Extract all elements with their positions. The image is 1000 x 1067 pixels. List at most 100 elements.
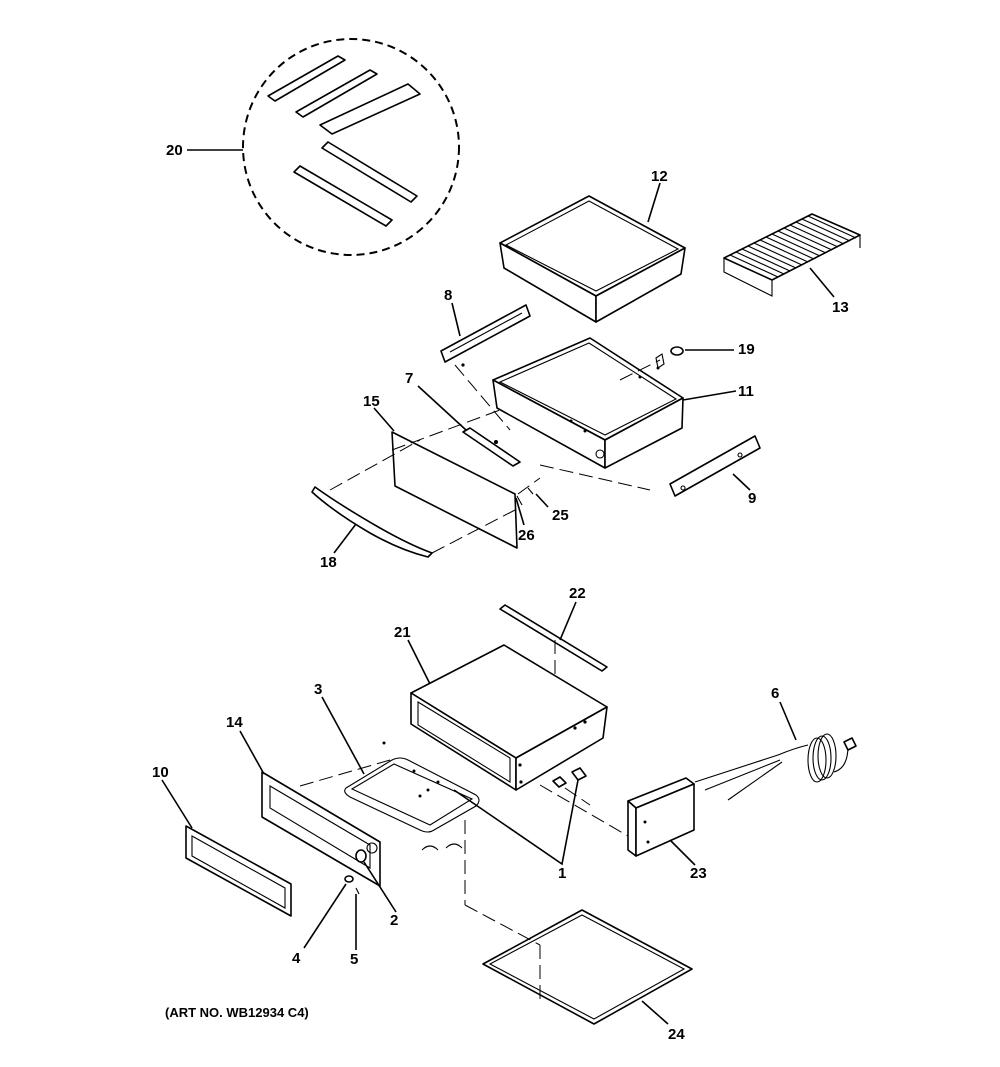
drawer-inner-edge: [498, 342, 678, 436]
part-20-kit: [242, 38, 460, 256]
right-rail-hole-2: [737, 452, 743, 458]
callout-9: 9: [748, 490, 756, 507]
callout-7: 7: [405, 370, 413, 387]
callout-18: 18: [320, 554, 337, 571]
bracket-screw: [494, 440, 498, 444]
leader-8: [451, 302, 461, 337]
leader-15: [373, 407, 395, 432]
leader-26: [515, 497, 525, 526]
handle-bar: [311, 486, 433, 558]
rack-leg-front: [723, 258, 773, 297]
kit-strip-4: [293, 165, 393, 227]
part-14-control-panel: [261, 771, 381, 887]
align-line-l2: [464, 904, 541, 946]
part-2-knob: [355, 849, 367, 863]
align-line-7: [619, 359, 661, 381]
part-15-front-panel: [391, 431, 518, 549]
switch-right: [571, 767, 587, 781]
leader-9: [732, 473, 751, 491]
rack-wires: [729, 215, 857, 278]
terminal-box-side: [627, 800, 637, 857]
leader-22: [559, 601, 577, 641]
element-loop-inner: [350, 763, 474, 826]
callout-21: 21: [394, 624, 411, 641]
callout-13: 13: [832, 299, 849, 316]
element-clips: [421, 843, 463, 851]
kit-strip-2: [295, 69, 378, 118]
kit-strip-1: [267, 55, 346, 102]
trim-frame: [185, 825, 292, 917]
terminal-screws: [643, 820, 650, 844]
callout-20: 20: [166, 142, 183, 159]
pan-side: [595, 247, 686, 323]
cord-coil-2: [812, 735, 832, 781]
rack-frame: [723, 213, 861, 281]
part-22-top-strip: [499, 604, 608, 672]
callout-24: 24: [668, 1026, 685, 1043]
leader-11: [682, 390, 737, 401]
cord-coil-1: [807, 737, 827, 783]
element-screws: [382, 741, 440, 798]
align-line-1: [329, 439, 421, 491]
part-9-right-rail: [669, 435, 761, 497]
cord-coil-3: [817, 733, 837, 779]
control-panel-window: [269, 785, 371, 869]
part-12-pan: [499, 195, 686, 323]
roller-bracket: [655, 353, 665, 369]
callout-25: 25: [552, 507, 569, 524]
align-line-4: [454, 364, 511, 431]
callout-10: 10: [152, 764, 169, 781]
spacer: [344, 875, 354, 883]
callout-3: 3: [314, 681, 322, 698]
callout-11: 11: [738, 383, 754, 400]
callout-14: 14: [226, 714, 243, 731]
part-4-spacer: [344, 875, 354, 883]
front-panel: [391, 431, 518, 549]
control-knob-hole: [366, 842, 378, 854]
cord-lead-3: [727, 761, 783, 801]
leader-3: [321, 696, 365, 775]
control-panel: [261, 771, 381, 887]
drawer-side-wall: [604, 397, 684, 469]
leader-2: [363, 861, 397, 913]
align-line-l6: [564, 787, 591, 806]
leader-10: [161, 779, 193, 829]
clip: [355, 887, 360, 895]
callout-4: 4: [292, 950, 301, 967]
part-23-terminal-box: [627, 777, 695, 857]
leader-23: [669, 839, 696, 866]
align-line-5: [539, 464, 651, 491]
callout-2: 2: [390, 912, 398, 929]
callout-numbers: 20 12 13 8 19 11 7 15 9 25 26 18 22 21 3…: [152, 142, 849, 1043]
part-5-clip: [355, 887, 360, 895]
leader-24: [641, 1000, 669, 1025]
kit-detail-circle: [242, 38, 460, 256]
part-21-housing: [410, 644, 608, 791]
kit-strip-3: [321, 141, 418, 203]
kit-panel: [319, 83, 421, 135]
leader-13: [809, 267, 835, 298]
callout-15: 15: [363, 393, 380, 410]
bracket-body: [462, 427, 521, 467]
part-8-left-rail: [440, 304, 531, 367]
right-rail-hole-1: [680, 485, 686, 491]
align-line-l5: [299, 759, 391, 787]
trim-inner: [191, 835, 286, 909]
housing-screws: [518, 720, 587, 784]
top-strip-body: [499, 604, 608, 672]
lower-alignment-lines: [299, 759, 629, 1000]
upper-alignment-lines: [329, 359, 661, 554]
part-19-roller: [655, 346, 684, 369]
part-24-bottom-tray: [482, 909, 693, 1025]
callout-12: 12: [651, 168, 668, 185]
leader-lines: [161, 149, 835, 1025]
terminal-box-front: [635, 783, 695, 857]
callout-1: 1: [558, 865, 566, 882]
part-7-bracket: [462, 427, 521, 467]
cord-lead-1: [694, 744, 809, 783]
part-10-trim: [185, 825, 292, 917]
art-number-caption: (ART NO. WB12934 C4): [165, 1005, 309, 1020]
screw-26: [516, 495, 523, 506]
align-line-6: [517, 477, 541, 495]
